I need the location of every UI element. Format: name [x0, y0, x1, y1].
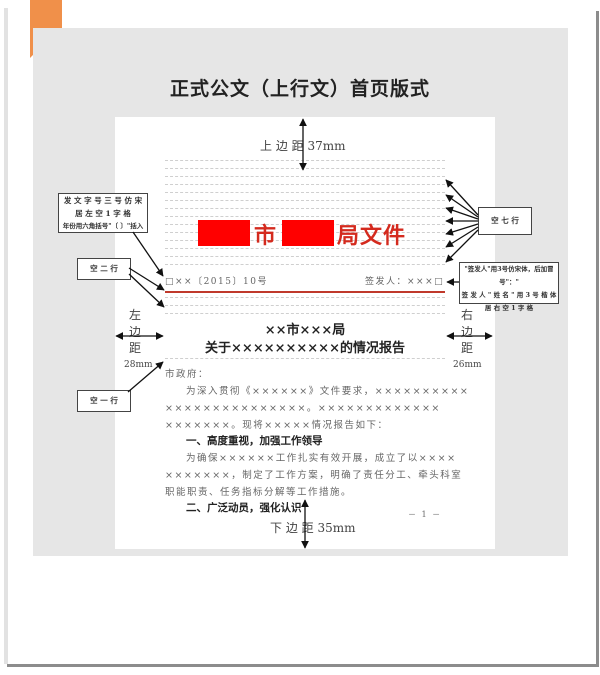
callout-one-line: 空 一 行: [77, 390, 131, 412]
blank-line: [165, 208, 445, 209]
left-margin-char: 左: [128, 308, 141, 322]
callout-text: 居 左 空 1 字 格: [75, 209, 131, 218]
callout-text: 签 发 人 " 姓 名 " 用 3 号 楷 体: [461, 291, 557, 299]
blank-line: [165, 358, 445, 359]
callout-text: "签发人"用3号仿宋体，后加冒号"：": [464, 265, 554, 286]
blank-line: [165, 297, 445, 298]
blank-line: [165, 264, 445, 265]
document-page: 上 边 距 37mm 市 局文件 □××〔2015〕10号 签发人：×××□ ×…: [115, 117, 495, 549]
page-title: 正式公文（上行文）首页版式: [169, 78, 430, 100]
blank-line: [165, 256, 445, 257]
right-margin-char: 距: [460, 341, 473, 355]
para2-line1: 为确保××××××工作扎实有效开展，成立了以××××: [186, 453, 457, 464]
blank-line: [165, 184, 445, 185]
doc-number: □××〔2015〕10号: [165, 277, 268, 287]
callout-text: 年份用六角括号"〔 〕"括入: [62, 222, 144, 230]
para1-line1: 为深入贯彻《××××××》文件要求，××××××××××: [186, 386, 470, 397]
issuer-city-char: 市: [254, 223, 277, 249]
right-margin-value: 26mm: [453, 359, 482, 370]
issuer-suffix: 局文件: [337, 223, 407, 249]
callout-text: 发 文 字 号 三 号 仿 宋: [63, 196, 143, 205]
bottom-margin-label: 下 边 距 35mm: [270, 521, 356, 535]
blank-line: [165, 216, 445, 217]
right-margin-char: 边: [460, 324, 473, 339]
callout-seven-lines: 空 七 行: [478, 207, 532, 235]
left-margin-char: 距: [128, 341, 141, 355]
callout-signer: "签发人"用3号仿宋体，后加冒号"：" 签 发 人 " 姓 名 " 用 3 号 …: [459, 262, 559, 312]
callout-doc-number: 发 文 字 号 三 号 仿 宋 居 左 空 1 字 格 年份用六角括号"〔 〕"…: [58, 193, 148, 233]
heading-2: 二、广泛动员，强化认识: [186, 502, 302, 514]
para2-line2: ×××××××，制定了工作方案，明确了责任分工、牵头科室: [165, 470, 463, 481]
para1-line3: ×××××××。现将×××××情况报告如下：: [165, 420, 389, 431]
right-margin-char: 右: [460, 308, 473, 322]
callout-text: 居 右 空 1 字 格: [484, 304, 534, 312]
red-separator-line: [165, 291, 445, 293]
left-margin-value: 28mm: [124, 359, 153, 370]
blank-line: [165, 168, 445, 169]
org-line: ××市×××局: [264, 323, 346, 338]
para1-line2: ×××××××××××××××。×××××××××××××: [165, 403, 441, 414]
top-margin-label: 上 边 距 37mm: [260, 139, 346, 153]
redacted-bureau-block: [282, 220, 334, 246]
blank-line: [165, 200, 445, 201]
left-margin-label: 左 边 距 28mm: [124, 307, 153, 373]
document-subject: 关于××××××××××的情况报告: [205, 341, 405, 356]
blank-line: [165, 192, 445, 193]
blank-line: [165, 313, 445, 314]
redacted-city-block: [198, 220, 250, 246]
para2-line3: 职能职责、任务指标分解等工作措施。: [165, 487, 353, 498]
signer: 签发人：×××□: [365, 277, 445, 287]
blank-line: [165, 305, 445, 306]
left-margin-char: 边: [128, 324, 141, 339]
recipient: 市政府：: [165, 369, 210, 380]
page-number: － 1 －: [408, 510, 442, 519]
blank-line: [165, 248, 445, 249]
right-margin-label: 右 边 距 26mm: [453, 307, 482, 373]
blank-line: [165, 160, 445, 161]
blank-line: [165, 176, 445, 177]
heading-1: 一、高度重视，加强工作领导: [186, 435, 323, 447]
callout-two-lines: 空 二 行: [77, 258, 131, 280]
